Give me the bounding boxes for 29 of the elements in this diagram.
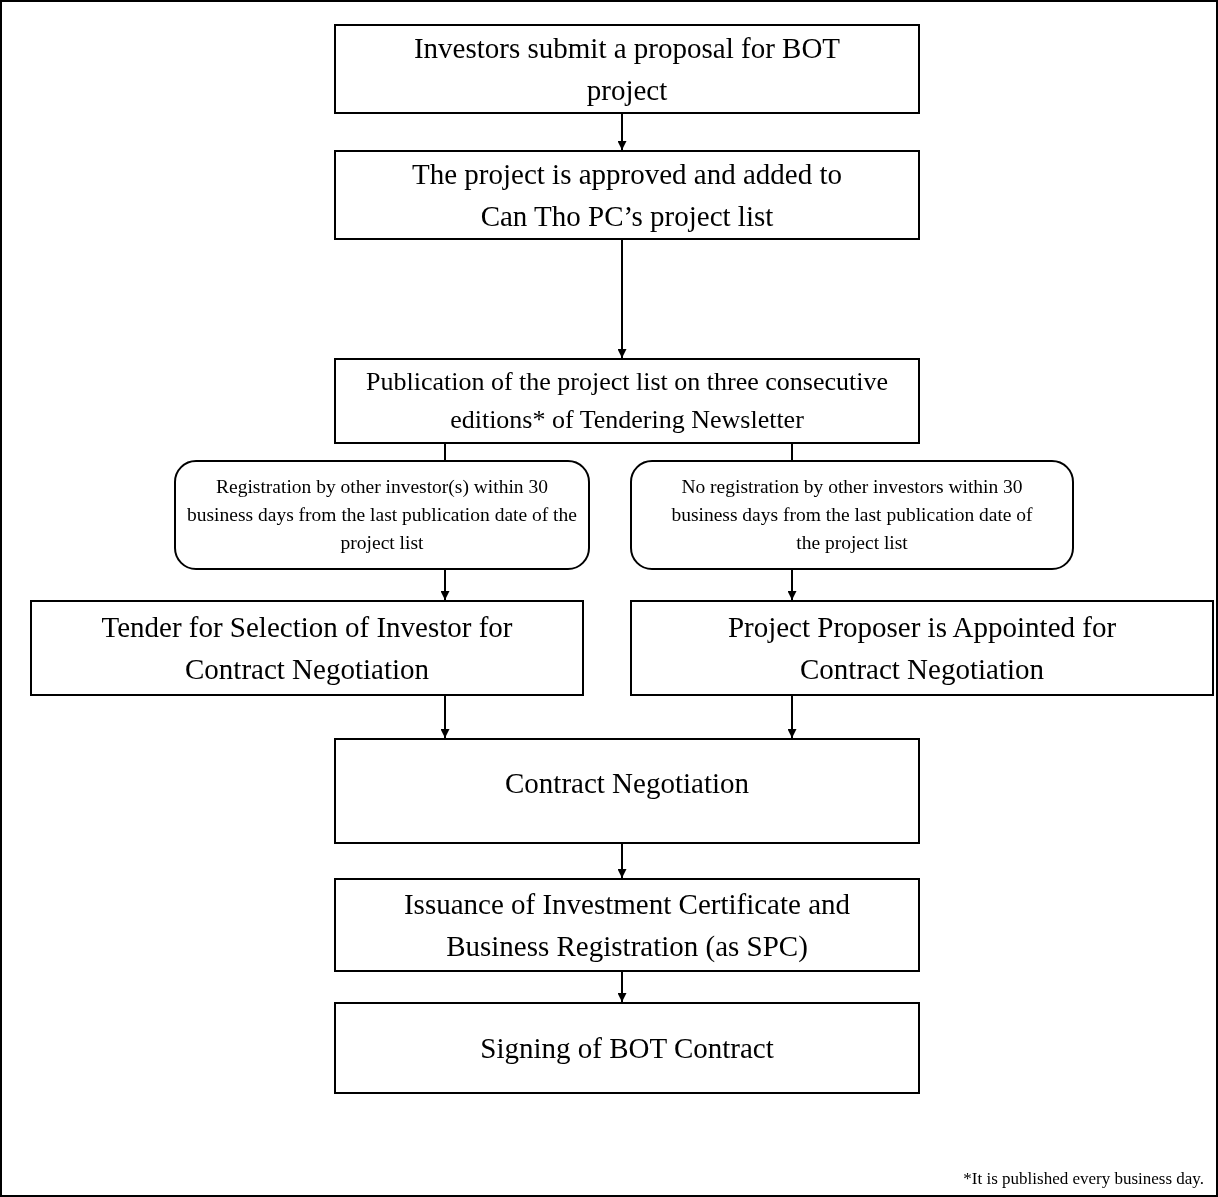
arrow: [617, 239, 627, 359]
condition-box: [174, 460, 590, 570]
arrow: [440, 695, 450, 739]
arrow: [617, 843, 627, 879]
process-box: [630, 600, 1214, 696]
arrow: [787, 695, 797, 739]
box-text: Signing of BOT Contract: [480, 1030, 774, 1066]
box-text: No registration by other investors within 30 business days from the last publication date of the project list: [670, 474, 1034, 556]
box-text: Issuance of Investment Certificate and Business Registration (as SPC): [402, 886, 852, 964]
condition-box: [630, 460, 1074, 570]
arrow: [617, 971, 627, 1003]
arrow: [787, 569, 797, 601]
box-text: Contract Negotiation: [505, 766, 749, 801]
process-box: [334, 1002, 920, 1094]
box-text: The project is approved and added to Can Tho PC’s project list: [411, 156, 843, 234]
box-text: Project Proposer is Appointed for Contract Negotiation: [726, 609, 1118, 687]
process-box: [30, 600, 584, 696]
box-text: Tender for Selection of Investor for Contract Negotiation: [100, 609, 514, 687]
process-box: [334, 358, 920, 444]
process-box: [334, 738, 920, 844]
box-text: Registration by other investor(s) within 30 business days from the last publication date of the project list: [186, 474, 578, 556]
process-box: [334, 878, 920, 972]
process-box: [334, 24, 920, 114]
arrow: [440, 569, 450, 601]
box-text: Publication of the project list on three consecutive editions* of Tendering Newsletter: [365, 366, 889, 436]
footnote: *It is published every business day.: [963, 1169, 1204, 1189]
process-box: [334, 150, 920, 240]
arrow: [617, 113, 627, 151]
box-text: Investors submit a proposal for BOT project: [412, 30, 842, 108]
